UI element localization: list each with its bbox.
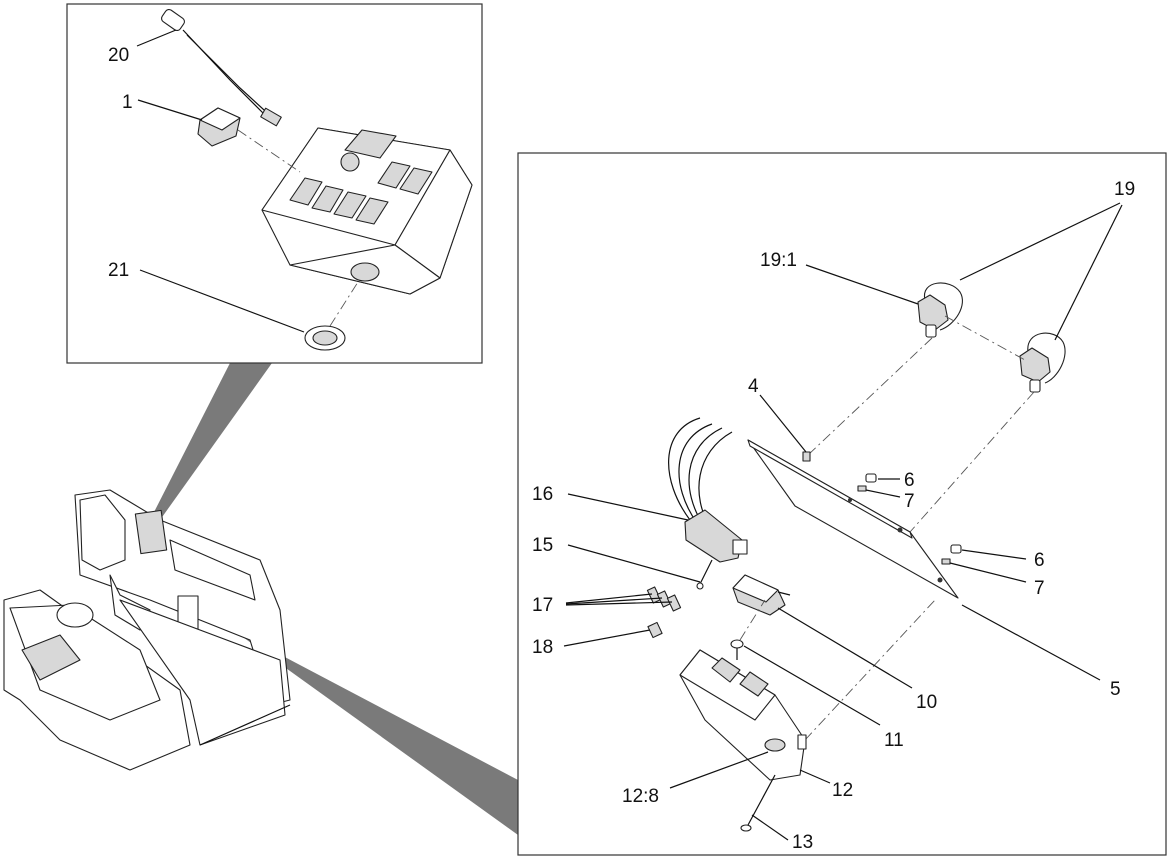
callout-10: 10 <box>916 692 937 713</box>
leader-17c <box>565 601 673 606</box>
bolt-13 <box>740 774 776 832</box>
nut-4 <box>802 451 811 462</box>
wire-harness-16 <box>668 417 748 563</box>
callout-18: 18 <box>532 637 553 658</box>
callout-13: 13 <box>792 832 813 853</box>
callout-21: 21 <box>108 260 129 281</box>
switch-1 <box>197 107 241 147</box>
leader-4 <box>759 394 807 453</box>
control-box-assembly <box>261 127 473 295</box>
leader-17b <box>565 597 663 605</box>
callout-12: 12 <box>832 780 853 801</box>
screw-11 <box>730 639 744 660</box>
leader-15 <box>567 544 701 583</box>
callout-7a: 7 <box>904 491 915 512</box>
leader-13 <box>751 814 789 841</box>
nut-6a <box>865 473 877 483</box>
vehicle-overview <box>3 489 291 771</box>
callout-15: 15 <box>532 535 553 556</box>
callout-19-1: 19:1 <box>760 250 797 271</box>
zoom-wedge-upper <box>150 363 272 520</box>
callout-20: 20 <box>108 45 129 66</box>
nut-6b <box>950 544 962 554</box>
callout-11: 11 <box>884 730 904 751</box>
terminal-15 <box>696 559 713 590</box>
zoom-wedge-lower <box>240 635 518 835</box>
terminal-18 <box>647 621 663 639</box>
leader-19-1 <box>805 264 919 305</box>
leader-7b <box>949 562 1027 583</box>
relay-10 <box>732 574 791 616</box>
callout-16: 16 <box>532 484 553 505</box>
callout-12-8: 12:8 <box>622 786 659 807</box>
leader-17a <box>565 593 653 604</box>
u-bolt-19-2 <box>1019 332 1066 393</box>
callout-6a: 6 <box>904 470 915 491</box>
callout-17: 17 <box>532 595 553 616</box>
callout-6b: 6 <box>1034 550 1045 571</box>
leader-16 <box>567 493 689 521</box>
callout-5: 5 <box>1110 679 1121 700</box>
leader-5 <box>961 604 1101 681</box>
callout-4: 4 <box>748 376 759 397</box>
leader-12 <box>799 769 831 784</box>
callout-7b: 7 <box>1034 578 1045 599</box>
leader-20 <box>136 29 177 47</box>
leader-18 <box>563 629 651 647</box>
housing-12 <box>679 649 807 781</box>
u-bolt-19-1 <box>917 282 963 338</box>
mounting-plate-5 <box>747 439 959 599</box>
callout-19: 19 <box>1114 179 1135 200</box>
leader-19b <box>1054 204 1123 341</box>
harness-20 <box>160 8 282 127</box>
leader-12-8 <box>669 751 769 789</box>
grommet-21 <box>304 325 346 351</box>
leader-1 <box>137 99 203 121</box>
washer-7b <box>941 558 951 565</box>
leader-11 <box>743 645 881 726</box>
callout-1: 1 <box>122 92 133 113</box>
leader-6b <box>961 549 1027 560</box>
leader-19a <box>959 202 1121 281</box>
washer-7a <box>857 485 867 492</box>
leader-10 <box>777 607 913 689</box>
terminals-17 <box>646 586 682 612</box>
leader-21 <box>139 269 305 333</box>
leader-7a <box>865 489 901 498</box>
